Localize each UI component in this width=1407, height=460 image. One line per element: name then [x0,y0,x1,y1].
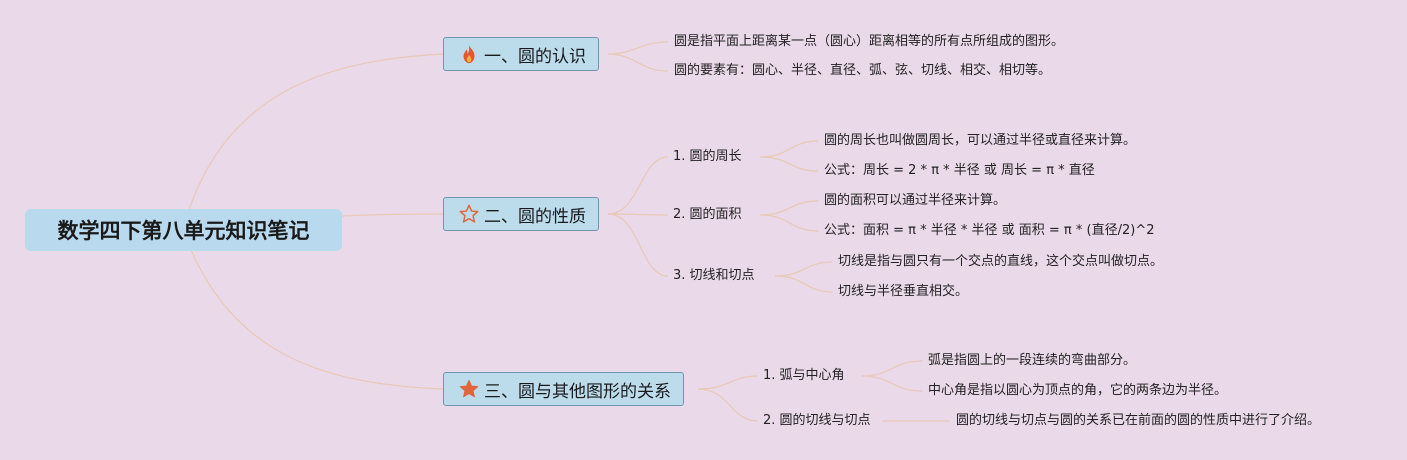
link-topic2-sub1 [607,156,669,215]
leaf-text: 中心角是指以圆心为顶点的角，它的两条边为半径。 [928,383,1228,398]
link-t3sub1-leaf2 [861,375,923,392]
link-sub3-leaf2 [774,275,833,293]
link-sub2-leaf2 [759,214,819,232]
topic-label: 三、圆与其他图形的关系 [484,381,671,402]
link-sub2-leaf1 [759,200,819,216]
link-t3sub1-leaf1 [861,360,923,377]
link-root-topic1 [182,53,444,231]
topic-node-circle-properties[interactable]: 二、圆的性质 [443,197,599,231]
leaf-text: 圆的周长也叫做圆周长，可以通过半径或直径来计算。 [824,133,1137,148]
topic-label: 二、圆的性质 [484,206,586,227]
link-topic1-leaf2 [607,53,669,72]
leaf-text: 公式：周长 = 2 * π * 半径 或 周长 = π * 直径 [824,163,1095,178]
root-title: 数学四下第八单元知识笔记 [57,219,310,243]
link-topic3-sub1 [697,375,759,390]
leaf-text: 切线与半径垂直相交。 [838,284,969,299]
leaf-text: 圆的切线与切点与圆的关系已在前面的圆的性质中进行了介绍。 [956,413,1321,428]
link-topic2-sub2 [607,213,669,216]
star-outline-icon [458,203,480,225]
link-sub3-leaf1 [774,261,833,277]
link-root-topic2 [341,213,444,217]
subtopic-arc-central-angle[interactable]: 1. 弧与中心角 [763,368,845,383]
leaf-text: 圆的要素有：圆心、半径、直径、弧、弦、切线、相交、相切等。 [674,63,1052,78]
subtopic-tangent[interactable]: 3. 切线和切点 [673,268,755,283]
subtopic-tangent-point[interactable]: 2. 圆的切线与切点 [763,413,871,428]
subtopic-area[interactable]: 2. 圆的面积 [673,207,742,222]
subtopic-circumference[interactable]: 1. 圆的周长 [673,149,742,164]
link-topic1-leaf1 [607,41,669,55]
link-root-topic3 [182,229,444,390]
fire-icon [458,43,480,65]
leaf-text: 圆的面积可以通过半径来计算。 [824,193,1007,208]
leaf-text: 切线是指与圆只有一个交点的直线，这个交点叫做切点。 [838,254,1164,269]
link-topic3-sub2 [697,388,759,422]
link-topic2-sub3 [607,213,669,277]
leaf-text: 弧是指圆上的一段连续的弯曲部分。 [928,353,1137,368]
link-sub1-leaf1 [759,140,819,158]
root-node[interactable]: 数学四下第八单元知识笔记 [25,209,342,251]
link-sub1-leaf2 [759,156,819,172]
topic-node-circle-intro[interactable]: 一、圆的认识 [443,37,599,71]
topic-label: 一、圆的认识 [484,46,586,67]
leaf-text: 圆是指平面上距离某一点（圆心）距离相等的所有点所组成的图形。 [674,34,1065,49]
topic-node-circle-relations[interactable]: 三、圆与其他图形的关系 [443,372,684,406]
leaf-text: 公式：面积 = π * 半径 * 半径 或 面积 = π * (直径/2)^2 [824,223,1155,238]
star-filled-icon [458,378,480,400]
